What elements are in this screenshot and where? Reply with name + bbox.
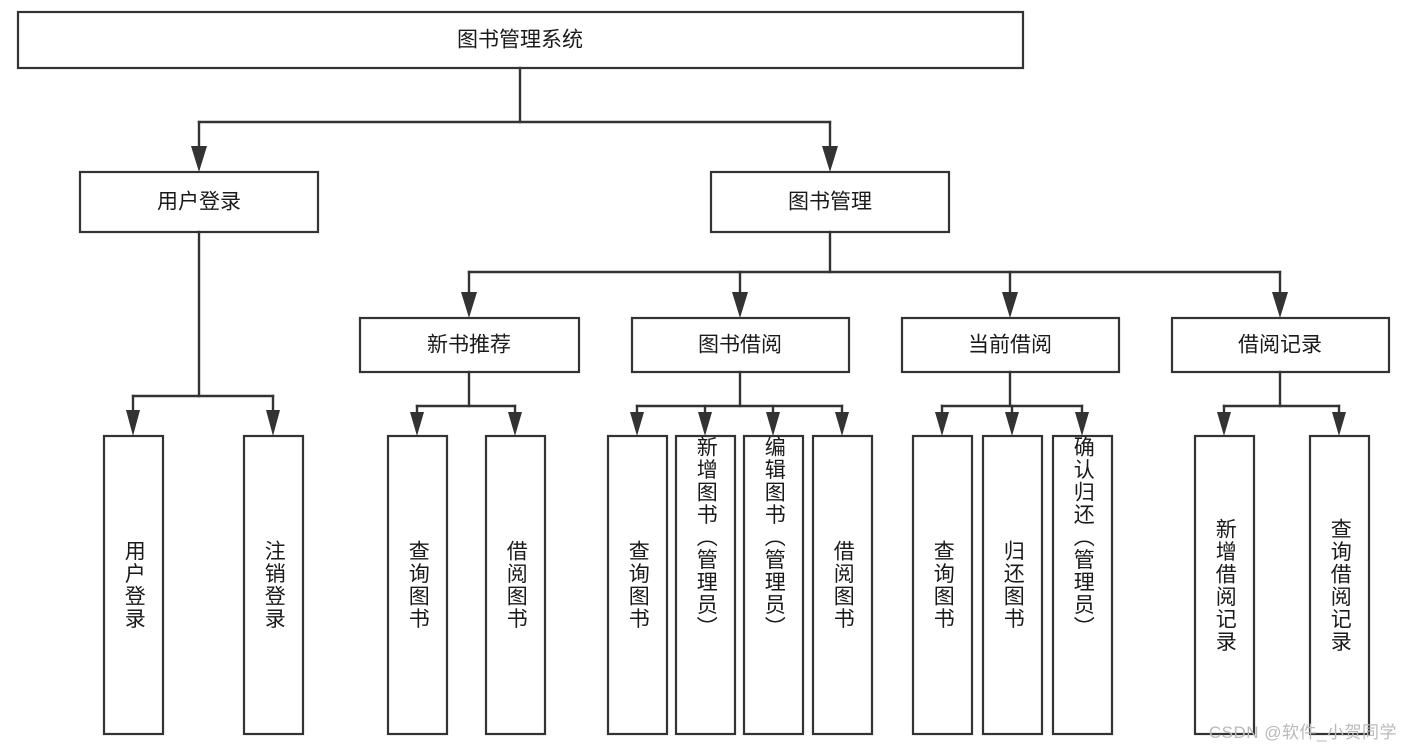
arrowhead-book-manage — [822, 146, 838, 172]
node-book-manage-label: 图书管理 — [788, 191, 872, 214]
node-book-manage-box[interactable] — [709, 170, 951, 234]
arrowhead-cb-return — [1005, 412, 1019, 436]
node-book-borrow[interactable]: 图书借阅 — [630, 316, 851, 374]
leaf-box-bb-add-book[interactable] — [674, 434, 737, 736]
arrowhead-bb-query — [630, 412, 644, 436]
arrowhead-bb-add — [698, 412, 712, 436]
arrowhead-bb-borrow — [835, 412, 849, 436]
connector-user-login-to-leaves — [126, 230, 280, 436]
arrowhead-nb-query — [410, 412, 424, 436]
leaf-box-bb-query-book[interactable] — [606, 434, 669, 736]
node-user-login-label: 用户登录 — [157, 191, 241, 214]
leaf-box-nb-query-book[interactable] — [386, 434, 449, 736]
node-current-borrow-label: 当前借阅 — [968, 334, 1052, 357]
connector-book-manage-to-level3 — [461, 230, 1288, 318]
node-root[interactable]: 图书管理系统 — [16, 10, 1025, 70]
csdn-watermark: CSDN @软件_小贺同学 — [1208, 723, 1397, 742]
node-current-borrow[interactable]: 当前借阅 — [900, 316, 1121, 374]
node-root-label: 图书管理系统 — [457, 29, 583, 52]
arrowhead-cb-confirm — [1075, 412, 1089, 436]
arrowhead-br-query — [1332, 412, 1346, 436]
arrowhead-borrow-record — [1272, 292, 1288, 318]
leaf-box-cb-query-book[interactable] — [911, 434, 974, 736]
arrowhead-leaf-logout — [266, 410, 280, 436]
leaf-box-bb-edit-book[interactable] — [742, 434, 805, 736]
node-book-borrow-box[interactable] — [630, 316, 851, 374]
node-new-book-recommend-box[interactable] — [358, 316, 581, 374]
arrowhead-current-borrow — [1002, 292, 1018, 318]
arrowhead-new-book — [461, 292, 477, 318]
arrowhead-cb-query — [935, 412, 949, 436]
node-user-login[interactable]: 用户登录 — [78, 170, 320, 234]
leaf-box-br-query-record[interactable] — [1308, 434, 1371, 736]
arrowhead-leaf-user-login — [126, 410, 140, 436]
connector-borrow-record-to-leaves — [1217, 370, 1346, 436]
leaf-box-cb-confirm-return[interactable] — [1051, 434, 1114, 736]
node-borrow-record[interactable]: 借阅记录 — [1170, 316, 1391, 374]
node-borrow-record-box[interactable] — [1170, 316, 1391, 374]
node-current-borrow-box[interactable] — [900, 316, 1121, 374]
node-new-book-recommend[interactable]: 新书推荐 — [358, 316, 581, 374]
leaf-box-br-add-record[interactable] — [1193, 434, 1256, 736]
connector-book-borrow-to-leaves — [630, 370, 849, 436]
connector-new-book-to-leaves — [410, 370, 522, 436]
leaf-box-nb-borrow-book[interactable] — [484, 434, 547, 736]
node-borrow-record-label: 借阅记录 — [1238, 334, 1322, 357]
connector-root-to-level2 — [191, 66, 838, 172]
node-book-manage[interactable]: 图书管理 — [709, 170, 951, 234]
arrowhead-book-borrow — [732, 292, 748, 318]
leaf-box-bb-borrow-book[interactable] — [811, 434, 874, 736]
arrowhead-br-add — [1217, 412, 1231, 436]
leaf-box-cb-return-book[interactable] — [981, 434, 1044, 736]
node-new-book-recommend-label: 新书推荐 — [427, 334, 511, 357]
connector-current-borrow-to-leaves — [935, 370, 1089, 436]
leaf-box-logout[interactable] — [242, 434, 305, 736]
arrowhead-bb-edit — [766, 412, 780, 436]
node-book-borrow-label: 图书借阅 — [698, 334, 782, 357]
arrowhead-nb-borrow — [508, 412, 522, 436]
arrowhead-user-login — [191, 146, 207, 172]
leaf-box-user-login[interactable] — [102, 434, 165, 736]
node-root-box[interactable] — [16, 10, 1025, 70]
